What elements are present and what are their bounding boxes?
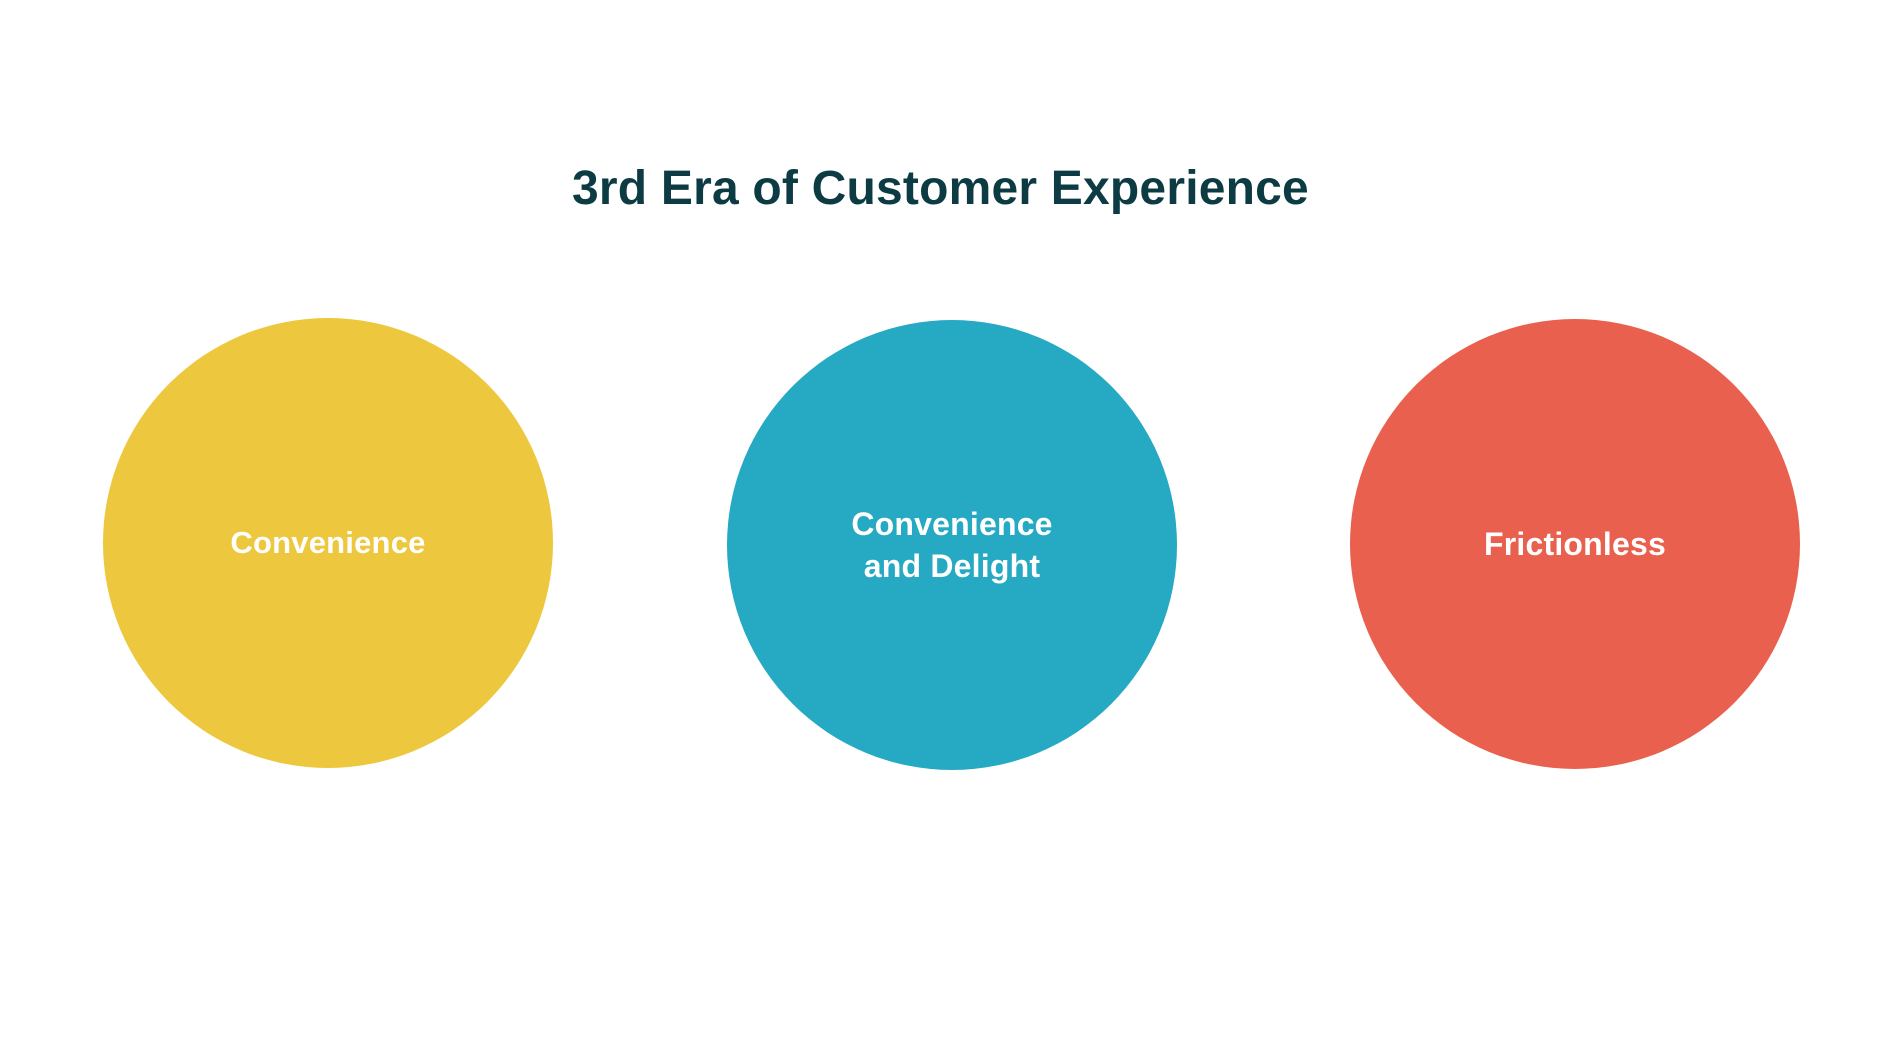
circle-era-3-label: Frictionless [1483,525,1666,562]
page-title: 3rd Era of Customer Experience [572,162,1309,216]
circle-era-2[interactable]: Convenience and Delight [727,320,1177,770]
circle-era-2-label: Convenience and Delight [851,505,1053,584]
circle-diagram: Convenience Convenience and Delight Fric… [0,318,1881,770]
page-title-block: 3rd Era of Customer Experience [0,128,1881,250]
circle-era-1-label: Convenience [230,524,426,560]
circle-era-1[interactable]: Convenience [103,318,553,768]
circle-era-3[interactable]: Frictionless [1350,319,1800,769]
